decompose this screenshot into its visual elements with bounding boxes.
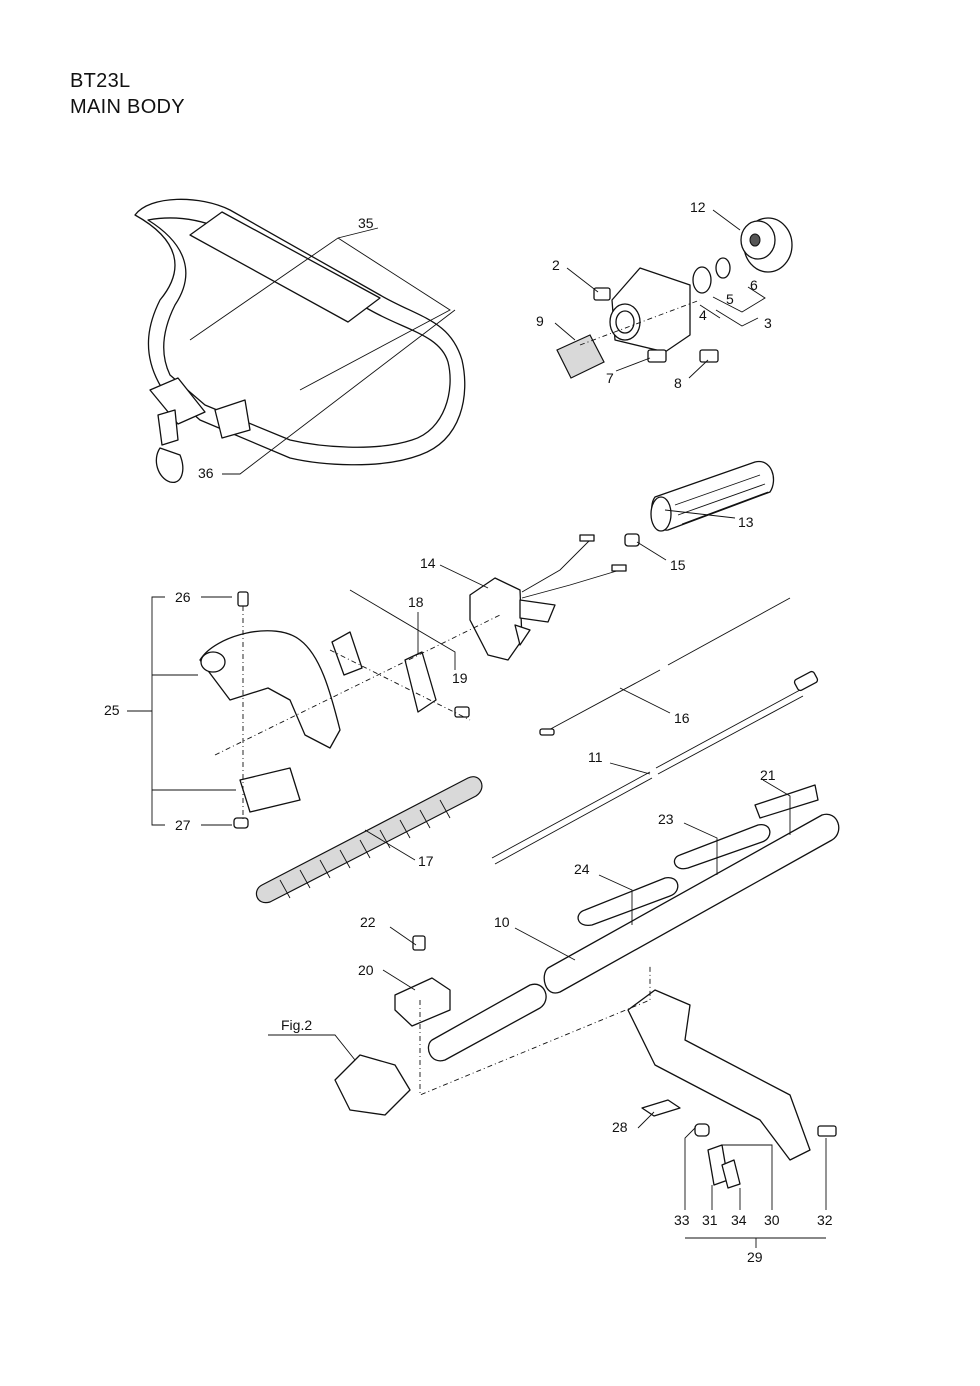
drive-shaft-11 <box>491 689 804 865</box>
clamp-left <box>331 631 363 676</box>
callout-13: 13 <box>738 514 754 530</box>
protective-spring <box>255 776 483 904</box>
callout-32: 32 <box>817 1212 833 1228</box>
loop-handle <box>199 630 341 749</box>
callout-21: 21 <box>760 767 776 783</box>
clutch-housing-group <box>556 217 793 379</box>
callout-29: 29 <box>747 1249 763 1265</box>
bolt-8 <box>699 349 719 363</box>
callout-36: 36 <box>198 465 214 481</box>
strap-buckle <box>214 399 251 439</box>
callout-10: 10 <box>494 914 510 930</box>
callout-3: 3 <box>764 315 772 331</box>
label-24 <box>577 877 679 926</box>
callout-4: 4 <box>699 307 707 323</box>
nut-27 <box>233 817 249 829</box>
callout-26: 26 <box>175 589 191 605</box>
label-21 <box>754 784 819 819</box>
leader-lines <box>127 209 827 1248</box>
callout-14: 14 <box>420 555 436 571</box>
callout-18: 18 <box>408 594 424 610</box>
callout-22: 22 <box>360 914 376 930</box>
inner-cable-16 <box>544 597 791 733</box>
label-34 <box>721 1159 741 1189</box>
callout-30: 30 <box>764 1212 780 1228</box>
callout-24: 24 <box>574 861 590 877</box>
callout-34: 34 <box>731 1212 747 1228</box>
callout-27: 27 <box>175 817 191 833</box>
plate-28 <box>641 1099 681 1117</box>
throttle-lever-group <box>469 534 627 661</box>
bolt-26 <box>237 591 249 607</box>
callout-33: 33 <box>674 1212 690 1228</box>
section-title: MAIN BODY <box>70 96 185 118</box>
gear-head-fig2 <box>334 1054 411 1116</box>
harness-strap <box>134 198 466 483</box>
callout-11: 11 <box>588 749 603 765</box>
label-23 <box>673 824 771 870</box>
clutch-screen <box>556 334 605 379</box>
main-pipe-lower <box>427 983 547 1062</box>
callout-numbers: 35 36 12 2 6 5 4 3 9 7 8 13 14 15 26 18 … <box>104 199 833 1265</box>
callout-35: 35 <box>358 215 374 231</box>
callout-2: 2 <box>552 257 560 273</box>
bearing <box>692 266 712 294</box>
loop-handle-group <box>199 591 341 829</box>
bolt-22 <box>412 935 426 951</box>
callout-31: 31 <box>702 1212 718 1228</box>
bolt-7 <box>647 349 667 363</box>
bolt-32 <box>817 1125 837 1137</box>
collar-15 <box>624 533 640 547</box>
callout-15: 15 <box>670 557 686 573</box>
grip-group <box>624 460 775 547</box>
callout-19: 19 <box>452 670 468 686</box>
callout-9: 9 <box>536 313 544 329</box>
callout-7: 7 <box>606 370 614 386</box>
callout-6: 6 <box>750 277 758 293</box>
callout-20: 20 <box>358 962 374 978</box>
callout-25: 25 <box>104 702 120 718</box>
bolt-2 <box>593 287 611 301</box>
model-title: BT23L <box>70 70 131 92</box>
clamp-18 <box>404 651 437 713</box>
shaft-guard <box>627 989 811 1161</box>
bolt-19 <box>454 706 470 718</box>
harness-hook <box>155 447 184 483</box>
callout-8: 8 <box>674 375 682 391</box>
callout-23: 23 <box>658 811 674 827</box>
handle-clamp-lower <box>239 767 301 813</box>
callout-12: 12 <box>690 199 706 215</box>
nut-33 <box>694 1123 710 1137</box>
callout-17: 17 <box>418 853 434 869</box>
main-pipe-upper <box>543 813 840 994</box>
callout-5: 5 <box>726 291 734 307</box>
callout-28: 28 <box>612 1119 628 1135</box>
throttle-lever-housing <box>469 577 523 661</box>
circlip <box>715 257 731 279</box>
pipe-clamp-20 <box>394 977 451 1027</box>
callout-16: 16 <box>674 710 690 726</box>
shoulder-pad <box>189 211 381 323</box>
callout-fig2: Fig.2 <box>281 1017 312 1033</box>
